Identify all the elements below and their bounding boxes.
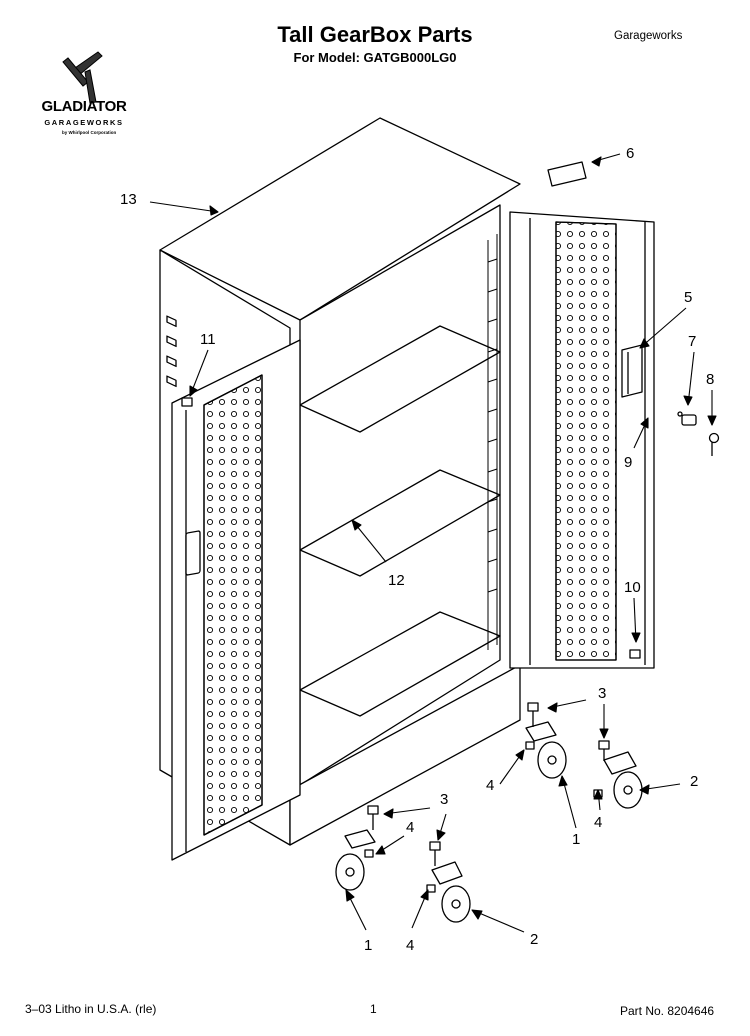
callout-10: 10: [624, 579, 641, 596]
shelf-notches: [487, 258, 498, 593]
right-door: [509, 211, 655, 669]
caster-3: [525, 721, 567, 779]
callout-4a: 4: [486, 777, 495, 794]
side-slots: [166, 315, 177, 388]
logo-tagline: by Whirlpool Corporation: [62, 130, 117, 135]
caster-4: [603, 751, 643, 809]
model-line: For Model: GATGB000LG0: [293, 50, 457, 65]
footer-page-number: 1: [370, 1002, 377, 1016]
callout-13: 13: [120, 191, 137, 208]
callout-4b: 4: [594, 814, 603, 831]
footer-litho: 3–03 Litho in U.S.A. (rle): [25, 1002, 157, 1016]
handle-part-5: [621, 344, 643, 398]
callout-7: 7: [688, 333, 697, 350]
left-door: [171, 339, 301, 861]
cabinet-top: [159, 117, 521, 321]
callout-9: 9: [624, 454, 633, 471]
brand-corner-label: Garageworks: [614, 30, 683, 42]
callout-6: 6: [626, 145, 635, 162]
logo-wordmark: GLADIATOR: [41, 98, 127, 115]
logo-subtitle: GARAGEWORKS: [44, 118, 124, 127]
bolts-part-3: [367, 702, 610, 866]
callout-8: 8: [706, 371, 715, 388]
callout-12: 12: [388, 572, 405, 589]
cabinet-base: [289, 664, 521, 846]
key-part-8: [708, 432, 720, 456]
hinge-part-11: [181, 397, 193, 407]
callout-1b: 1: [364, 937, 373, 954]
label-part-6: [547, 161, 587, 187]
caster-2: [431, 861, 471, 923]
caster-1: [335, 829, 376, 891]
callout-4d: 4: [406, 937, 415, 954]
leader-lines: [149, 153, 717, 933]
callout-2b: 2: [530, 931, 539, 948]
page-title: Tall GearBox Parts: [277, 22, 473, 47]
callout-11: 11: [200, 331, 216, 348]
callout-4c: 4: [406, 819, 415, 836]
shelf-12: [299, 325, 501, 717]
latch-part-10: [629, 649, 641, 659]
callout-5: 5: [684, 289, 693, 306]
gladiator-blades-icon: [62, 51, 103, 104]
callout-1a: 1: [572, 831, 581, 848]
callout-3a: 3: [598, 685, 607, 702]
callout-3b: 3: [440, 791, 449, 808]
footer-part-number: Part No. 8204646: [620, 1004, 715, 1018]
lock-part-7: [677, 411, 697, 426]
callout-2a: 2: [690, 773, 699, 790]
